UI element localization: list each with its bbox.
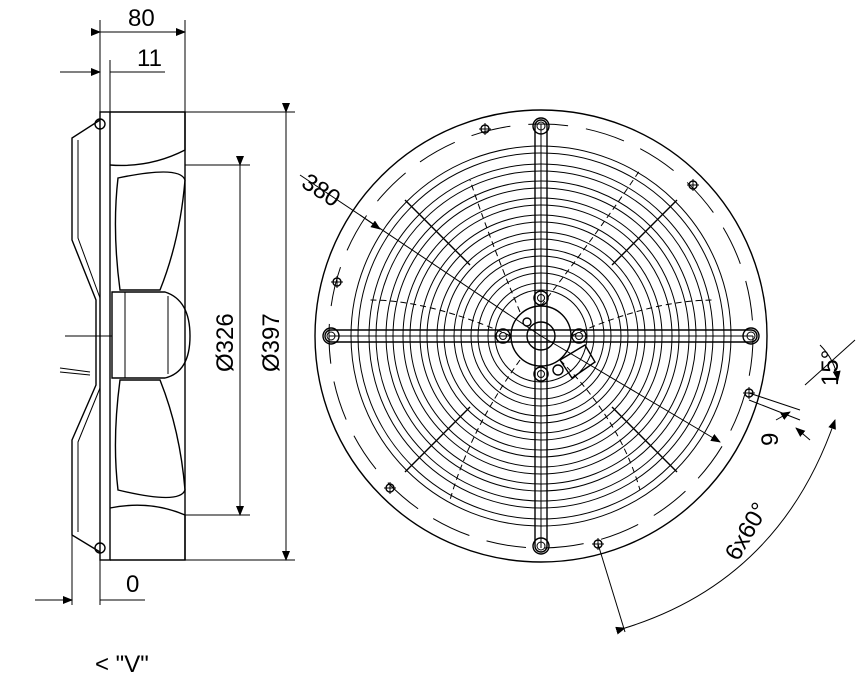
dim-arrow-380	[359, 214, 381, 230]
dim-label-9: 9	[757, 433, 784, 446]
cable-gland	[552, 364, 564, 376]
dim-label-0: 0	[126, 571, 139, 598]
dim-label-80: 80	[128, 5, 155, 32]
slot-arrow-9	[775, 411, 791, 421]
dim-label-11: 11	[137, 45, 162, 72]
front-view: 380 6x60° 9 15°	[297, 109, 856, 635]
slot-line-a	[748, 392, 801, 411]
leader-to-6x60	[597, 543, 626, 633]
slot-line-b	[748, 399, 801, 421]
dim-label-397: Ø397	[258, 313, 285, 372]
dim-label-6x60: 6x60°	[720, 498, 774, 565]
side-shroud-bottom	[109, 504, 186, 561]
front-plate	[314, 109, 768, 563]
side-blade-lower	[114, 379, 186, 499]
blade-hints	[369, 169, 716, 501]
dim-label-15: 15°	[817, 350, 844, 386]
side-guard-inner	[77, 140, 101, 532]
terminal-box	[559, 344, 596, 379]
dim-label-380: 380	[297, 168, 345, 212]
slot-arrow-9b	[795, 427, 811, 441]
side-guard-outline	[71, 119, 101, 553]
side-shroud-top	[109, 111, 186, 167]
side-blade-upper	[114, 171, 186, 291]
side-bolt-bottom	[94, 542, 106, 554]
side-cable	[59, 367, 91, 376]
center-mark	[522, 317, 532, 327]
angle-arc-15	[819, 344, 841, 381]
side-bolt-top	[94, 118, 106, 130]
dim-line-380	[299, 174, 542, 337]
dim-label-326: Ø326	[212, 313, 239, 372]
side-motor	[111, 291, 191, 379]
view-label: < "V"	[95, 651, 149, 678]
arc-6x60	[615, 419, 836, 635]
side-view: 80 11 0 Ø326 Ø397 < "V"	[35, 5, 295, 678]
angle-line-15	[804, 339, 856, 386]
